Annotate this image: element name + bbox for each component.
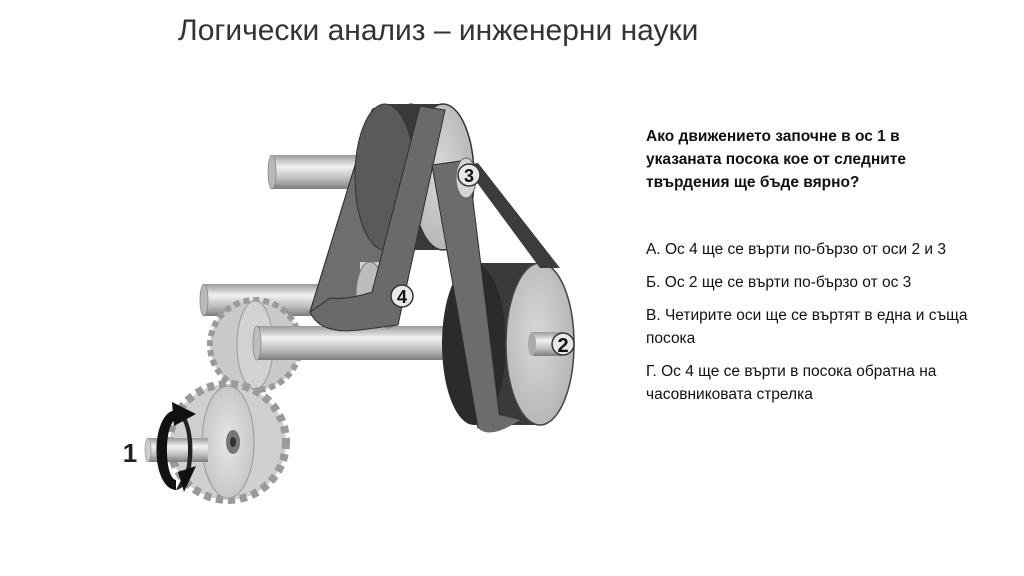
answer-option-c[interactable]: В. Четирите оси ще се въртят в една и съ… [646,307,968,347]
answer-options: А. Ос 4 ще се върти по-бързо от оси 2 и … [646,238,976,416]
belt-large-front [309,105,446,332]
gear-front [166,380,290,504]
page-title: Логически анализ – инженерни науки [178,14,699,47]
shaft-1 [144,437,208,463]
answer-option-a[interactable]: А. Ос 4 ще се върти по-бързо от оси 2 и … [646,241,946,258]
answer-option-d[interactable]: Г. Ос 4 ще се върти в посока обратна на … [646,363,937,403]
svg-text:2: 2 [557,335,568,357]
svg-text:4: 4 [397,287,407,307]
answer-option-b[interactable]: Б. Ос 2 ще се върти по-бързо от ос 3 [646,274,912,291]
axis-badge-4: 4 [390,284,414,308]
belt-cross [431,159,560,433]
rotation-arrow-icon [156,402,196,492]
axis-badge-2: 2 [551,332,575,357]
shaft-2 [252,325,467,361]
axis-label-1: 1 [123,438,137,468]
question-text: Ако движението започне в ос 1 в указанат… [646,128,906,191]
axis-badge-3: 3 [457,163,481,187]
svg-text:3: 3 [464,166,474,186]
